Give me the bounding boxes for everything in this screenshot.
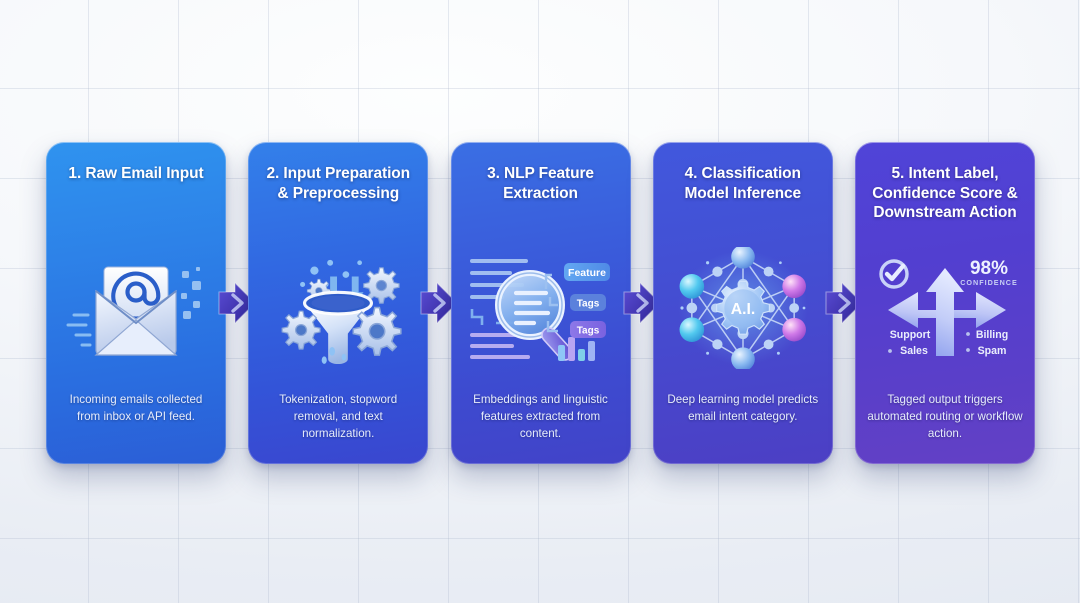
- step-title: 2. Input Preparation & Preprocessing: [266, 165, 411, 202]
- connector-arrow-3: [622, 279, 661, 327]
- connector-arrow-2: [420, 279, 459, 327]
- svg-text:Tags: Tags: [576, 299, 599, 310]
- three-way-arrow-routing-icon: 98% CONFIDENCE Support Sales Billing Spa: [866, 230, 1024, 386]
- step-title: 4. Classification Model Inference: [684, 165, 802, 202]
- svg-text:Tags: Tags: [576, 326, 599, 337]
- route-label-spam: Spam: [978, 345, 1007, 357]
- step-description: Tagged output triggers automated routing…: [867, 393, 1023, 440]
- step-description: Deep learning model predicts email inten…: [667, 393, 819, 423]
- connector-arrow-1: [218, 279, 256, 327]
- tag-tags-1: Tags: [569, 294, 606, 311]
- step-description: Incoming emails collected from inbox or …: [69, 393, 203, 423]
- neural-network-ai-icon: A.I.: [664, 230, 822, 386]
- step-title: 5. Intent Label, Confidence Score & Down…: [872, 165, 1018, 222]
- ai-hub-label: A.I.: [731, 301, 755, 318]
- step-description: Embeddings and linguistic features extra…: [473, 393, 608, 440]
- svg-text:Feature: Feature: [568, 267, 606, 279]
- step-card-4[interactable]: 4. Classification Model Inference: [652, 142, 833, 464]
- tag-feature: Feature: [563, 263, 610, 281]
- step-card-2[interactable]: 2. Input Preparation & Preprocessing: [248, 142, 429, 464]
- step-title: 1. Raw Email Input: [68, 165, 204, 182]
- confidence-caption: CONFIDENCE: [960, 278, 1018, 287]
- step-card-5[interactable]: 5. Intent Label, Confidence Score & Down…: [855, 142, 1035, 464]
- step-card-1[interactable]: 1. Raw Email Input: [46, 142, 226, 464]
- magnifier-text-tags-icon: Feature Tags Tags: [462, 230, 620, 386]
- check-circle-icon: [879, 259, 909, 289]
- route-label-support: Support: [890, 329, 931, 341]
- tag-tags-2: Tags: [569, 321, 606, 338]
- step-title: 3. NLP Feature Extraction: [487, 165, 594, 202]
- route-label-sales: Sales: [900, 345, 928, 357]
- pipeline-row: 1. Raw Email Input: [46, 142, 1035, 464]
- funnel-gears-icon: [259, 230, 417, 386]
- open-envelope-at-symbol-icon: [57, 230, 215, 386]
- connector-arrow-4: [825, 279, 863, 327]
- step-card-3[interactable]: 3. NLP Feature Extraction: [450, 142, 631, 464]
- confidence-value: 98%: [970, 258, 1008, 279]
- route-label-billing: Billing: [976, 329, 1008, 341]
- step-description: Tokenization, stopword removal, and text…: [279, 393, 398, 440]
